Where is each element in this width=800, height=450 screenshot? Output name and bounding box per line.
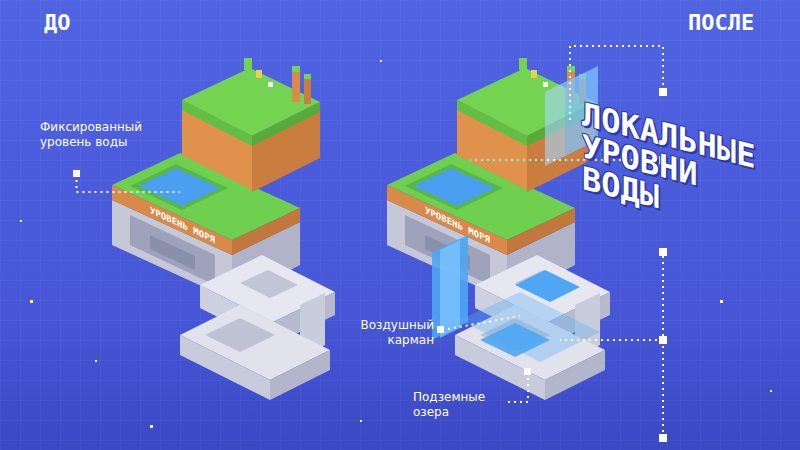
illustration-part — [480, 323, 550, 357]
illustration-part — [95, 360, 97, 362]
illustration-part — [112, 58, 335, 400]
illustration-part — [524, 368, 531, 375]
callout-label: Подземные озера — [413, 390, 485, 420]
illustration-part — [442, 316, 520, 330]
illustration-part — [720, 300, 723, 303]
illustration-part — [659, 248, 667, 256]
illustration-part — [440, 240, 460, 338]
illustration-part — [659, 336, 667, 344]
sea-level-label: УРОВЕНЬ МОРЯ — [425, 205, 490, 246]
illustration-part — [73, 170, 80, 177]
illustration-part — [508, 372, 528, 402]
before-heading: ДО — [44, 10, 71, 36]
callout-label: Воздушный карман — [361, 318, 434, 348]
sea-level-label: УРОВЕНЬ МОРЯ — [150, 205, 215, 246]
illustration-part — [460, 292, 600, 362]
illustration-part — [387, 58, 610, 400]
illustration-part — [432, 235, 468, 340]
feature-heading: ЛОКАЛЬНЫЕ УРОВНИ ВОДЫ — [582, 98, 755, 237]
illustration-part — [437, 326, 444, 333]
illustration-part — [360, 420, 362, 422]
illustration-part — [150, 425, 153, 428]
illustration-part — [20, 220, 22, 222]
illustration-part — [30, 300, 33, 303]
illustration-part — [560, 339, 663, 341]
illustration-part — [659, 434, 667, 442]
callout-label: Фиксированный уровень воды — [40, 120, 142, 150]
after-heading: ПОСЛЕ — [688, 10, 754, 36]
illustration-part — [77, 180, 181, 192]
illustration-part — [659, 88, 667, 96]
illustration-part — [380, 60, 382, 62]
illustration-part — [770, 390, 772, 392]
illustration-part — [545, 82, 565, 166]
